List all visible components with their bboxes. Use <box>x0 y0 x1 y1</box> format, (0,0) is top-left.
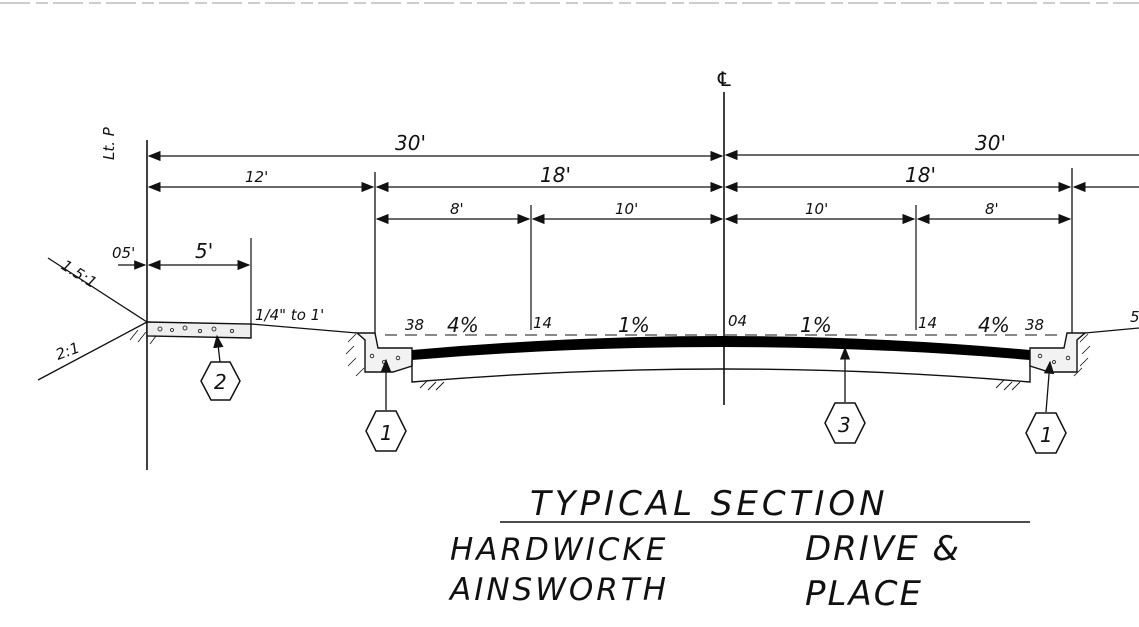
callout-sidewalk-label: 2 <box>214 370 227 394</box>
dim-left-parkway-label: 12' <box>245 168 268 186</box>
dim-right-half-label: 30' <box>975 131 1006 155</box>
dim-right-roadway-label: 18' <box>905 163 936 187</box>
right-lane-elev: 14 <box>918 314 937 332</box>
dim-right-outer-lane-label: 8' <box>985 200 999 218</box>
pavement-base <box>411 360 1031 383</box>
title-line1-left: HARDWICKE <box>450 532 668 568</box>
title-line2-right: PLACE <box>805 574 923 614</box>
cut-slope-line <box>47 257 148 323</box>
callout-pavement-label: 3 <box>838 413 851 437</box>
callout-pavement <box>824 402 866 444</box>
callout-sidewalk <box>200 361 241 401</box>
left-gutter-elev: 38 <box>405 316 424 334</box>
left-lane-elev: 14 <box>533 314 552 332</box>
right-curb-gutter <box>1029 332 1087 373</box>
cut-slope-label: 1.5:1 <box>58 256 100 292</box>
left-gutter-pct: 4% <box>447 313 479 337</box>
parkway-surface <box>250 323 358 334</box>
parkway-slope-label: 1/4" to 1' <box>255 306 324 324</box>
title-line2-left: AINSWORTH <box>448 572 669 608</box>
dim-left-outer-lane-label: 8' <box>450 200 464 218</box>
dim-sidewalk-label: 5' <box>195 239 213 263</box>
fill-slope-label: 2:1 <box>53 339 82 364</box>
callout-right-curb <box>1025 412 1067 454</box>
fill-slope-line <box>37 321 148 381</box>
callout-left-curb <box>365 410 407 452</box>
callout-right-curb-label: 1 <box>1040 423 1053 447</box>
right-gutter-pct: 4% <box>978 313 1010 337</box>
dim-right-inner-lane-label: 10' <box>805 200 828 218</box>
centerline-symbol: ℄ <box>717 67 731 91</box>
dim-left-roadway-label: 18' <box>540 163 571 187</box>
right-gutter-elev: 38 <box>1025 316 1044 334</box>
left-crown-pct: 1% <box>618 313 650 337</box>
pavement-surface <box>412 336 1030 360</box>
title-heading: TYPICAL SECTION <box>530 484 889 524</box>
right-edge-mark: 5 <box>1130 308 1139 326</box>
title-line1-right: DRIVE & <box>805 529 961 569</box>
left-curb-gutter <box>355 332 413 373</box>
property-line-label: Lt. P <box>100 126 118 160</box>
crown-elev: 04 <box>728 312 747 330</box>
dim-left-half-label: 30' <box>395 131 426 155</box>
right-crown-pct: 1% <box>800 313 832 337</box>
callout-left-curb-label: 1 <box>380 421 393 445</box>
dim-left-inner-lane-label: 10' <box>615 200 638 218</box>
dim-offset-label: 05' <box>112 244 135 262</box>
